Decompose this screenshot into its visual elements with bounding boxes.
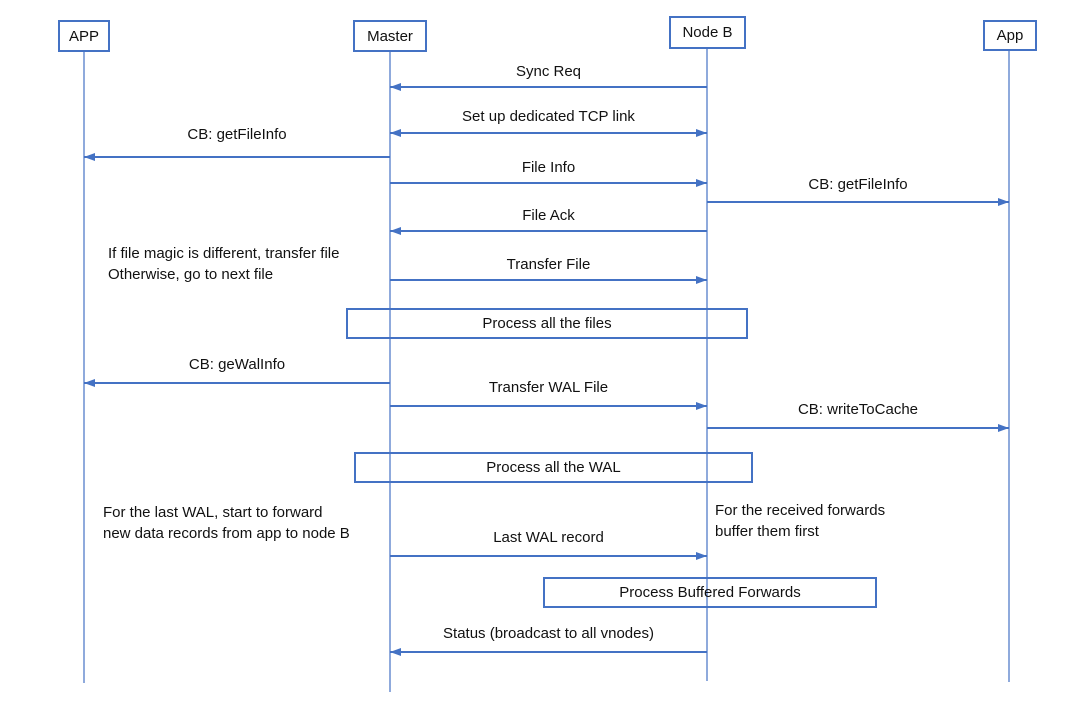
message-arrowhead [696,552,707,560]
message-line [84,382,390,384]
message-arrowhead [696,129,707,137]
message-label: Set up dedicated TCP link [462,108,635,125]
message-line [390,182,707,184]
message-line [390,230,707,232]
message-line [390,86,707,88]
message-arrowhead [390,648,401,656]
process-box: Process Buffered Forwards [543,577,877,608]
actor-box-node-b: Node B [669,16,746,49]
message-label: Status (broadcast to all vnodes) [443,625,654,642]
message-arrowhead [696,276,707,284]
message-arrowhead [696,179,707,187]
message-label: Sync Req [515,63,582,80]
message-label: File Info [521,159,576,176]
lifeline-node-b [706,49,708,681]
message-label: CB: writeToCache [797,401,919,418]
message-line [390,132,707,134]
message-arrowhead [390,227,401,235]
note-text: For the received forwards buffer them fi… [715,502,886,540]
message-line [390,279,707,281]
message-line [707,427,1009,429]
actor-box-master: Master [353,20,427,52]
message-label: Last WAL record [493,529,604,546]
message-line [390,555,707,557]
message-arrowhead [998,198,1009,206]
message-arrowhead [696,402,707,410]
process-box: Process all the files [346,308,748,339]
message-label: File Ack [522,207,575,224]
message-label: CB: geWalInfo [188,356,286,373]
note-text: If file magic is different, transfer fil… [108,245,340,283]
message-line [390,405,707,407]
message-arrowhead [390,83,401,91]
lifeline-app-right [1008,51,1010,682]
message-arrowhead [84,153,95,161]
message-label: Transfer WAL File [488,379,609,396]
message-line [390,651,707,653]
note-text: For the last WAL, start to forward new d… [103,504,350,542]
message-line [84,156,390,158]
message-line [707,201,1009,203]
message-arrowhead [390,129,401,137]
process-box: Process all the WAL [354,452,753,483]
lifeline-app-left [83,52,85,683]
message-label: CB: getFileInfo [808,176,908,193]
actor-box-app-left: APP [58,20,110,52]
message-label: CB: getFileInfo [187,126,287,143]
message-label: Transfer File [506,256,591,273]
message-arrowhead [998,424,1009,432]
actor-box-app-right: App [983,20,1037,51]
lifeline-master [389,52,391,692]
message-arrowhead [84,379,95,387]
